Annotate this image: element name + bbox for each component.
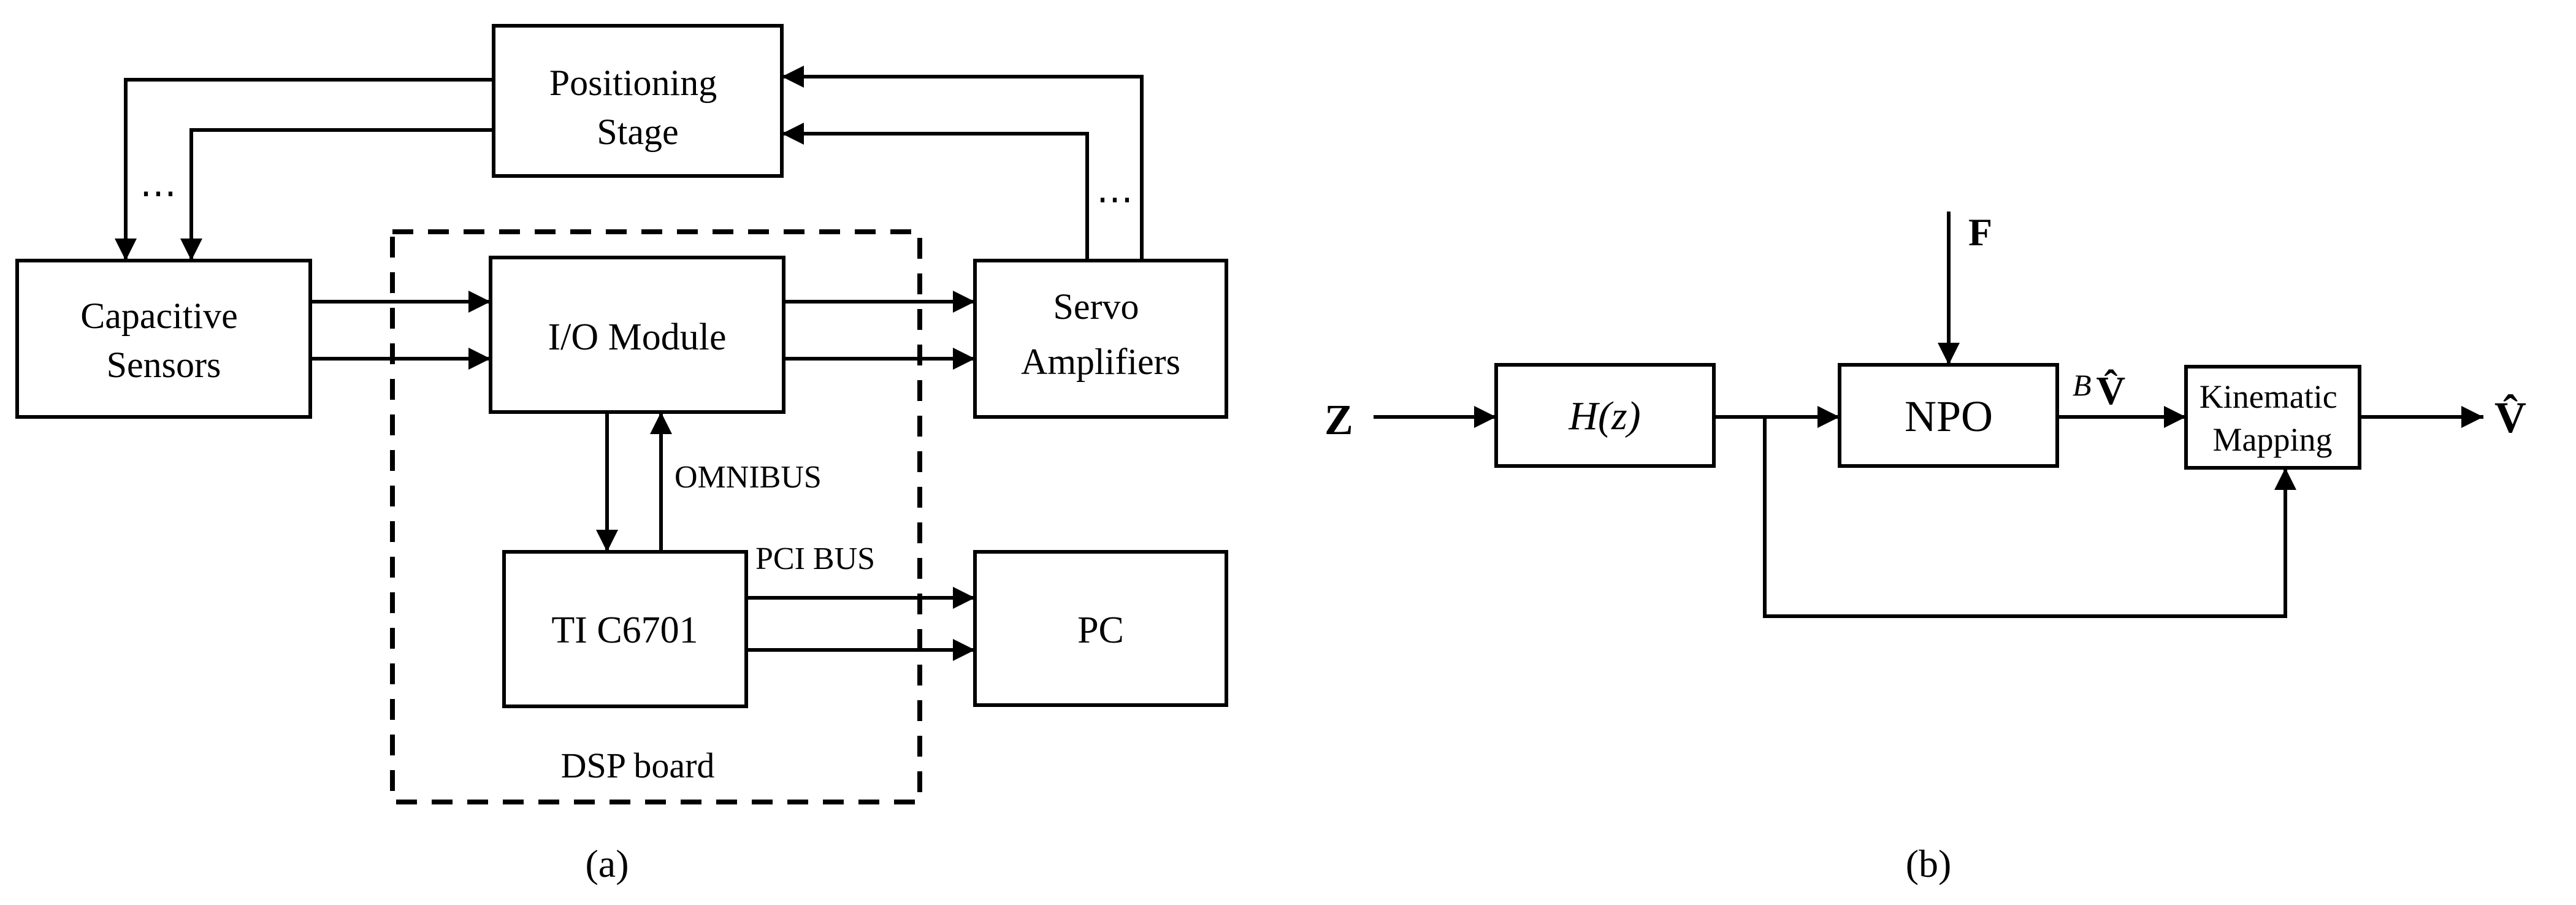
pc-label: PC	[1077, 609, 1124, 651]
bypass-to-kinematic-arrow	[1763, 417, 2296, 618]
h-function-arg: (z)	[1598, 394, 1641, 438]
h-function-label: H	[1568, 394, 1600, 438]
npo-box	[1838, 363, 2059, 468]
stage-to-sensors-arrow-outer	[115, 78, 494, 261]
estimated-velocity-label: V̂	[2096, 368, 2126, 413]
servo-to-stage-arrow-inner	[782, 123, 1089, 261]
dsp-board-label: DSP board	[561, 746, 715, 785]
svg-text:Kinematic Mapping: Kinematic Mapping	[2200, 378, 2345, 458]
output-velocity-label: V̂	[2494, 393, 2526, 442]
positioning-stage-label-line2: Stage	[597, 112, 678, 152]
svg-text:BV̂: BV̂	[2073, 368, 2125, 413]
omnibus-label: OMNIBUS	[675, 460, 822, 495]
servo-to-stage-arrow-outer	[782, 66, 1144, 261]
panel-a-caption: (a)	[585, 842, 629, 885]
force-label: F	[1968, 210, 1992, 254]
svg-text:Capacitive Sensors: Capacitive Sensors	[80, 296, 247, 385]
sensors-ellipsis: ⋯	[140, 173, 177, 213]
servo-amplifiers-label-line1: Servo	[1053, 286, 1139, 327]
panel-a: Positioning Stage Capacitive Sensors I/O…	[15, 24, 1228, 885]
kinematic-mapping-label-line2: Mapping	[2213, 421, 2333, 458]
svg-text:H(z): H(z)	[1568, 394, 1640, 438]
pc-box	[973, 550, 1228, 707]
input-z-label: Z	[1324, 397, 1353, 444]
servo-amplifiers-box	[973, 259, 1228, 419]
io-module-label: I/O Module	[548, 316, 726, 358]
dsp-chip-box	[502, 550, 748, 708]
capacitive-sensors-label-line2: Sensors	[107, 345, 221, 385]
dsp-chip-label: TI C6701	[551, 609, 698, 651]
npo-label: NPO	[1905, 392, 1993, 441]
svg-text:Positioning Stage: Positioning Stage	[549, 63, 726, 152]
panel-b-caption: (b)	[1906, 842, 1952, 885]
body-frame-superscript: B	[2073, 368, 2092, 402]
capacitive-sensors-label-line1: Capacitive	[80, 296, 238, 336]
servo-amplifiers-label-line2: Amplifiers	[1021, 342, 1180, 382]
positioning-stage-label-line1: Positioning	[549, 63, 717, 103]
kinematic-mapping-label-line1: Kinematic	[2200, 378, 2337, 415]
servo-ellipsis: ⋯	[1096, 179, 1133, 220]
io-module-box	[489, 256, 785, 414]
dsp-board-frame	[390, 229, 922, 804]
capacitive-sensors-box	[15, 259, 312, 419]
positioning-stage-box	[492, 24, 784, 178]
svg-text:Servo Amplifiers: Servo Amplifiers	[1021, 286, 1180, 382]
pci-bus-label: PCI BUS	[755, 541, 875, 576]
stage-to-sensors-arrow-inner	[180, 128, 494, 261]
